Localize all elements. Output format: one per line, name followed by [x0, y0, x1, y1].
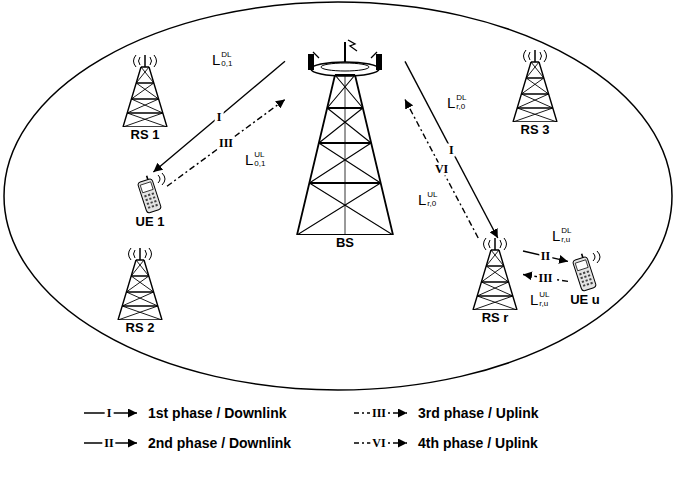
user-equipment-icon [133, 172, 167, 214]
index-stack: DLr,0 [456, 93, 466, 111]
superscript: UL [539, 290, 549, 299]
station-node: BS [285, 38, 405, 250]
station-label: RS 3 [521, 122, 550, 137]
relay-station-icon [507, 50, 563, 122]
superscript: DL [561, 226, 571, 235]
link-loss-label: LDLr,u [552, 226, 572, 244]
link-loss-label: LDL0,1 [212, 50, 232, 68]
link-loss-label: LUL0,1 [245, 150, 265, 168]
legend-phase-number: III [370, 407, 388, 419]
base-station-icon [285, 38, 405, 235]
uplink-arrow [405, 99, 478, 238]
station-label: BS [336, 235, 354, 250]
legend-phase-number: II [102, 437, 115, 449]
subscript: r,u [539, 299, 549, 308]
station-node: RS 1 [117, 55, 173, 142]
legend-item: II 2nd phase / Downlink [82, 435, 291, 451]
subscript: r,0 [427, 199, 437, 208]
legend-text: 2nd phase / Downlink [148, 435, 291, 451]
legend-text: 3rd phase / Uplink [418, 405, 539, 421]
loss-symbol: L [212, 51, 220, 68]
loss-symbol: L [530, 291, 538, 308]
relay-station-icon [467, 238, 523, 310]
legend-item: I 1st phase / Downlink [82, 405, 286, 421]
subscript: 0,1 [254, 159, 265, 168]
index-stack: ULr,u [539, 290, 549, 308]
legend-text: 4th phase / Uplink [418, 435, 538, 451]
cell-boundary [4, 2, 672, 390]
relay-station-icon [117, 55, 173, 127]
superscript: UL [254, 150, 265, 159]
station-node: UE u [568, 250, 602, 307]
legend-sample: I [82, 405, 140, 421]
legend-phase-number: I [105, 407, 114, 419]
index-stack: DL0,1 [221, 50, 232, 68]
loss-symbol: L [418, 191, 426, 208]
station-label: RS 2 [126, 320, 155, 335]
link-loss-label: LDLr,0 [447, 93, 467, 111]
legend-sample: VI [352, 435, 410, 451]
relay-station-icon [112, 248, 168, 320]
downlink-arrow [153, 61, 285, 172]
station-label: UE 1 [136, 214, 165, 229]
legend-phase-number: VI [370, 437, 387, 449]
phase-number: III [536, 271, 554, 284]
legend-item: VI 4th phase / Uplink [352, 435, 538, 451]
station-node: RS r [467, 238, 523, 325]
legend-sample: II [82, 435, 140, 451]
loss-symbol: L [447, 94, 455, 111]
link-loss-label: LULr,0 [418, 190, 438, 208]
station-label: RS r [482, 310, 509, 325]
subscript: r,u [561, 235, 571, 244]
phase-number: II [539, 250, 552, 263]
superscript: UL [427, 190, 437, 199]
legend-text: 1st phase / Downlink [148, 405, 286, 421]
phase-number: I [215, 110, 224, 123]
legend-item: III 3rd phase / Uplink [352, 405, 539, 421]
superscript: DL [456, 93, 466, 102]
downlink-arrow [405, 61, 498, 238]
index-stack: ULr,0 [427, 190, 437, 208]
phase-number: I [447, 143, 456, 156]
subscript: 0,1 [221, 59, 232, 68]
phase-number: III [217, 136, 235, 149]
link-loss-label: LULr,u [530, 290, 550, 308]
subscript: r,0 [456, 102, 466, 111]
user-equipment-icon [568, 250, 602, 292]
legend-sample: III [352, 405, 410, 421]
loss-symbol: L [245, 151, 253, 168]
station-node: UE 1 [133, 172, 167, 229]
uplink-arrow [167, 99, 285, 186]
station-label: UE u [570, 292, 600, 307]
phase-number: VI [433, 162, 450, 175]
station-label: RS 1 [131, 127, 160, 142]
index-stack: DLr,u [561, 226, 571, 244]
loss-symbol: L [552, 227, 560, 244]
index-stack: UL0,1 [254, 150, 265, 168]
station-node: RS 3 [507, 50, 563, 137]
station-node: RS 2 [112, 248, 168, 335]
superscript: DL [221, 50, 232, 59]
